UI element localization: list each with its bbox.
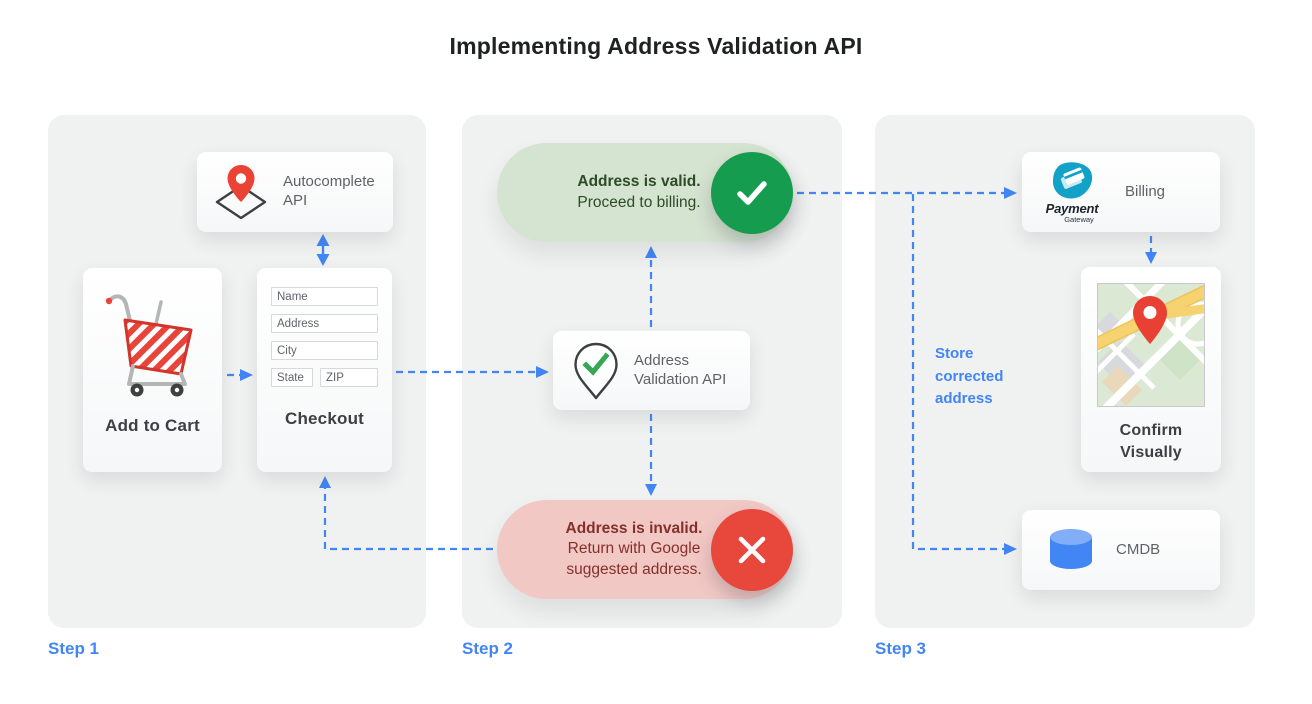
add-to-cart-node: Add to Cart (83, 268, 222, 472)
valid-pill-subtitle: Proceed to billing. (577, 193, 701, 211)
invalid-pill-subtitle: Return with Google suggested address. (566, 540, 702, 578)
billing-node: Payment Gateway Billing (1022, 152, 1220, 232)
checkout-label: Checkout (284, 409, 365, 428)
valid-pill-title: Address is valid. (577, 173, 701, 191)
cmdb-node: CMDB (1022, 510, 1220, 590)
address-valid-pill: Address is valid. Proceed to billing. (497, 143, 793, 242)
payment-gateway-subtitle: Gateway (1064, 214, 1094, 224)
map-pin-diamond-icon (213, 163, 269, 221)
step3-label: Step 3 (875, 639, 927, 658)
state-field[interactable] (271, 368, 313, 387)
autocomplete-api-node: Autocomplete API (197, 152, 393, 232)
store-corrected-address-label: Store corrected address (935, 345, 1004, 407)
x-icon (711, 508, 793, 591)
payment-gateway-logo: Payment Gateway (1039, 161, 1105, 224)
map-thumbnail (1097, 283, 1205, 407)
address-validation-api-node: Address Validation API (553, 331, 750, 410)
payment-gateway-title: Payment (1045, 200, 1099, 216)
map-pin-check-icon (573, 342, 619, 400)
confirm-visually-node: Confirm Visually (1081, 267, 1221, 472)
cmdb-label: CMDB (1116, 540, 1161, 558)
autocomplete-api-label: Autocomplete API (283, 173, 375, 209)
database-icon (1048, 527, 1094, 573)
shopping-cart-icon (101, 288, 205, 400)
address-validation-api-label: Address Validation API (634, 351, 727, 388)
billing-label: Billing (1125, 182, 1166, 200)
check-icon (711, 151, 793, 234)
city-field[interactable] (271, 341, 378, 360)
valid-pill-text: Address is valid. Proceed to billing. (559, 143, 719, 242)
zip-field[interactable] (320, 368, 378, 387)
invalid-pill-title: Address is invalid. (565, 519, 703, 537)
name-field[interactable] (271, 287, 378, 306)
invalid-pill-text: Address is invalid. Return with Google s… (549, 500, 719, 599)
step2-label: Step 2 (462, 639, 514, 658)
confirm-visually-label: Confirm Visually (1119, 422, 1183, 461)
page-title: Implementing Address Validation API (449, 33, 863, 59)
step1-label: Step 1 (48, 639, 100, 658)
add-to-cart-label: Add to Cart (105, 416, 200, 435)
checkout-node: Checkout (257, 268, 392, 472)
address-field[interactable] (271, 314, 378, 333)
address-invalid-pill: Address is invalid. Return with Google s… (497, 500, 793, 599)
